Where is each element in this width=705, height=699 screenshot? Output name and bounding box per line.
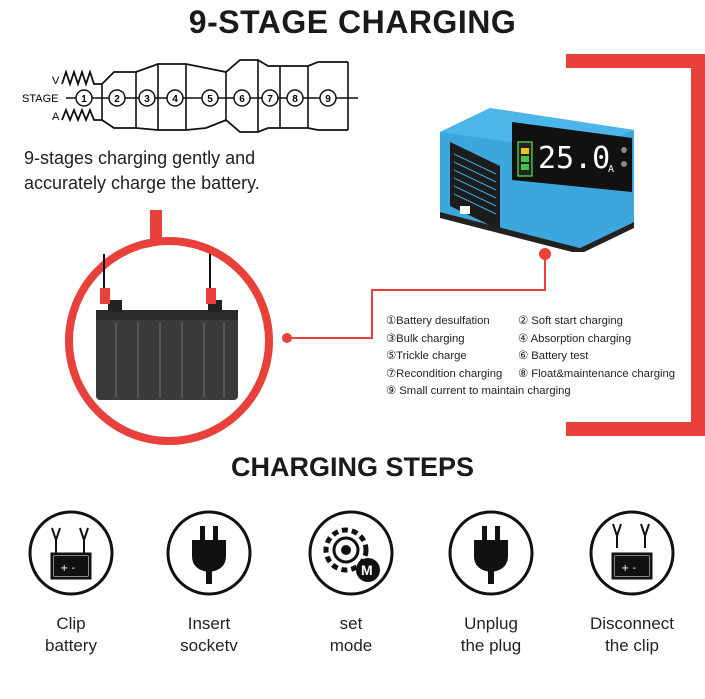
step-label-line: Disconnect [589, 614, 675, 633]
page-title: 9-STAGE CHARGING [188, 4, 517, 40]
step-label-line: the clip [605, 636, 659, 655]
stage-number: 9 [325, 94, 331, 105]
step-label-line: the plug [460, 636, 522, 655]
stage-number: 6 [239, 94, 245, 105]
stage-item: ①Battery desulfation [386, 315, 490, 327]
step-set-mode: M set mode [291, 508, 411, 657]
voltage-curve [61, 59, 348, 87]
stage-item: ② Soft start charging [518, 315, 623, 327]
step-label-line: set [339, 614, 363, 633]
stage-number: 4 [172, 94, 178, 105]
plug-icon [448, 510, 534, 596]
battery-circle [65, 237, 273, 445]
stage-item: ⑧ Float&maintenance charging [518, 367, 676, 380]
step-label-line: Insert [187, 614, 231, 633]
stage-number: 3 [144, 94, 150, 105]
diagram-label-a: A [52, 111, 60, 123]
stage-list: ①Battery desulfation ② Soft start chargi… [386, 313, 675, 401]
diagram-label-stage: STAGE [22, 93, 58, 105]
charger-device: 25.0 A [440, 108, 634, 252]
connector-lines [150, 54, 705, 436]
stage-item: ⑦Recondition charging [386, 367, 503, 380]
stage-list-row: ⑦Recondition charging ⑧ Float&maintenanc… [386, 366, 675, 384]
description-line: accurately charge the battery. [24, 173, 260, 193]
plug-icon [166, 510, 252, 596]
stage-item: ⑨ Small current to maintain charging [386, 385, 571, 397]
stage-number: 7 [267, 94, 273, 105]
svg-text:+ -: + - [621, 563, 637, 574]
battery-clamp-icon: + - [589, 510, 675, 596]
step-disconnect-clip: + - Disconnect the clip [572, 508, 692, 657]
svg-text:M: M [361, 562, 373, 578]
stage-item: ④ Absorption charging [518, 332, 632, 345]
description-line: 9-stages charging gently and [24, 148, 256, 168]
stage-list-row: ①Battery desulfation ② Soft start chargi… [386, 313, 675, 331]
stage-item: ⑤Trickle charge [386, 350, 467, 362]
stage-item: ⑥ Battery test [518, 350, 589, 362]
lcd-current-value: 25.0 [538, 141, 610, 176]
battery-illustration [96, 254, 238, 400]
step-label-line: mode [329, 636, 373, 655]
current-curve [61, 107, 348, 133]
steps-title: CHARGING STEPS [230, 452, 475, 482]
diagram-label-v: V [52, 75, 60, 87]
stage-list-row: ⑨ Small current to maintain charging [386, 383, 675, 401]
step-label-line: Clip [56, 614, 86, 633]
stage-number: 8 [292, 94, 298, 105]
stage-list-row: ⑤Trickle charge ⑥ Battery test [386, 348, 675, 366]
step-unplug: Unplug the plug [431, 508, 551, 657]
step-insert-socket: Insert socketv [149, 508, 269, 657]
stage-number: 2 [114, 94, 120, 105]
stage-diagram: V STAGE A 1 2 3 4 5 6 7 8 9 [22, 59, 358, 133]
charging-description: 9-stages charging gently and accurately … [24, 146, 260, 196]
step-label-line: Unplug [464, 614, 518, 633]
stage-item: ③Bulk charging [386, 332, 465, 345]
svg-text:+ -: + - [60, 563, 76, 574]
gear-mode-icon: M [308, 510, 394, 596]
stage-list-row: ③Bulk charging ④ Absorption charging [386, 331, 675, 349]
stage-number: 5 [207, 94, 213, 105]
step-clip-battery: + - Clip battery [11, 508, 131, 657]
step-label-line: battery [45, 636, 97, 655]
lcd-unit: A [608, 164, 614, 175]
stage-number: 1 [81, 94, 87, 105]
step-label-line: socketv [180, 636, 238, 655]
battery-clamp-icon: + - [28, 510, 114, 596]
